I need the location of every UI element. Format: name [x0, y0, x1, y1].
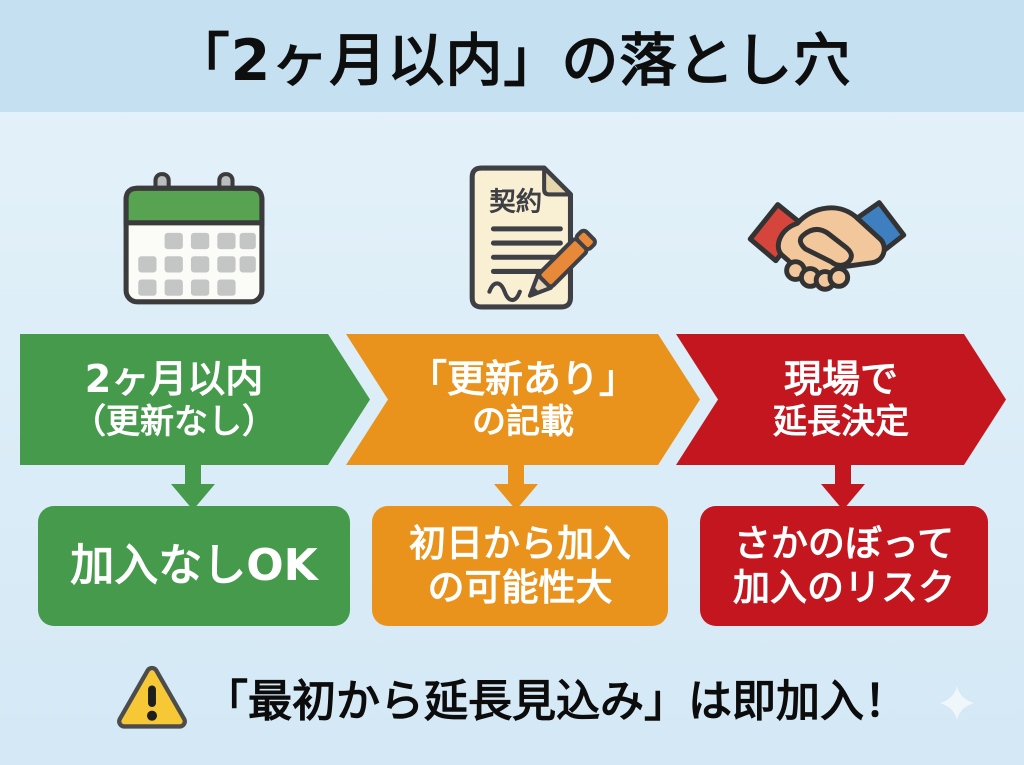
- down-arrow-icon: [494, 464, 538, 510]
- result-box-3: さかのぼって 加入のリスク: [700, 506, 988, 626]
- header-band: 「2ヶ月以内」の落とし穴: [0, 0, 1024, 112]
- result-box-1-line1: 加入なしOK: [70, 540, 318, 592]
- down-arrow-icon: [171, 464, 215, 510]
- warning-triangle-icon: [116, 664, 188, 730]
- contract-label: 契約: [488, 187, 542, 218]
- calendar-icon: [118, 168, 270, 310]
- handshake-icon: [736, 178, 918, 306]
- result-box-3-line1: さかのぼって: [733, 522, 955, 566]
- page-title: 「2ヶ月以内」の落とし穴: [172, 28, 852, 94]
- banner-step-1-line2: （更新なし）: [72, 401, 276, 442]
- banner-step-2-line2: の記載: [472, 401, 574, 442]
- banner-step-3: 現場で 延長決定: [676, 334, 1006, 465]
- banner-step-1-line1: 2ヶ月以内: [84, 357, 264, 402]
- result-box-1: 加入なしOK: [38, 506, 350, 626]
- banner-step-2-line1: 「更新あり」: [408, 357, 637, 402]
- result-box-3-line2: 加入のリスク: [733, 566, 955, 609]
- pen-icon: [527, 228, 597, 298]
- result-box-2-line2: の可能性大: [427, 566, 613, 609]
- contract-icon: 契約: [450, 162, 618, 314]
- footer-warning-text: 「最初から延長見込み」は即加入！: [204, 676, 908, 727]
- down-arrow-icon: [821, 464, 865, 510]
- banner-step-1: 2ヶ月以内 （更新なし）: [20, 334, 370, 465]
- banner-step-3-line2: 延長決定: [773, 401, 909, 442]
- banner-step-3-line1: 現場で: [783, 357, 898, 402]
- result-box-2-line1: 初日から加入: [409, 522, 631, 566]
- footer-warning: 「最初から延長見込み」は即加入！: [0, 652, 1024, 742]
- banner-step-2: 「更新あり」 の記載: [346, 334, 700, 465]
- result-box-2: 初日から加入 の可能性大: [372, 506, 668, 626]
- sparkle-icon: [940, 686, 974, 720]
